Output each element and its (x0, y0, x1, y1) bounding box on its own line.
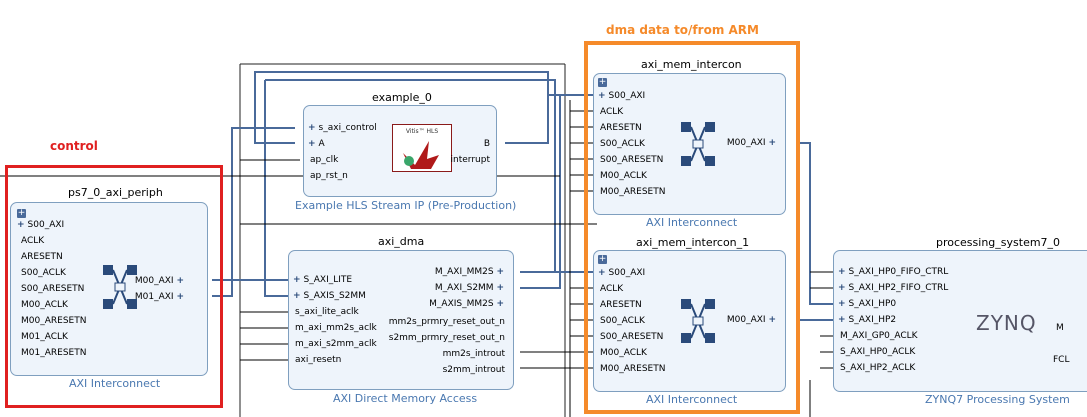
axi-mem-intercon-subtitle: AXI Interconnect (646, 216, 738, 229)
port-mm2s-reset-out[interactable]: mm2s_prmry_reset_out_n (388, 317, 505, 327)
dma-highlight-box (584, 41, 800, 414)
port-s-axi-hp2-aclk[interactable]: S_AXI_HP2_ACLK (840, 363, 916, 373)
axi-mem-intercon-1-subtitle: AXI Interconnect (646, 393, 738, 406)
port-s00-aclk[interactable]: S00_ACLK (600, 316, 645, 326)
vitis-hls-logo: Vitis™ HLS (392, 124, 452, 172)
ps7-axi-periph-title: ps7_0_axi_periph (68, 186, 163, 199)
port-aresetn[interactable]: ARESETN (600, 123, 642, 133)
port-m-axi-gp0-aclk[interactable]: M_AXI_GP0_ACLK (840, 331, 918, 341)
port-interrupt[interactable]: interrupt (450, 155, 490, 165)
port-m00-axi[interactable]: M00_AXI + (726, 315, 776, 325)
s2mm-to-intercon (520, 95, 561, 289)
expand-icon[interactable]: + (598, 254, 607, 264)
zynq-logo: ZYNQ (976, 311, 1037, 335)
port-m01-axi[interactable]: M01_AXI + (134, 292, 184, 302)
ps7-block[interactable]: +S_AXI_HP0_FIFO_CTRL +S_AXI_HP2_FIFO_CTR… (833, 250, 1087, 392)
port-s00-aclk[interactable]: S00_ACLK (21, 268, 66, 278)
port-a[interactable]: +A (308, 139, 325, 149)
port-m01-aclk[interactable]: M01_ACLK (21, 332, 68, 342)
control-highlight-box (5, 165, 223, 408)
ps7-axi-periph-block[interactable]: + +S00_AXI ACLK ARESETN S00_ACLK S00_ARE… (10, 202, 208, 376)
example-title: example_0 (372, 91, 432, 104)
expand-icon[interactable]: + (17, 208, 26, 218)
axi-mem-intercon-1-block[interactable]: + +S00_AXI ACLK ARESETN S00_ACLK S00_ARE… (593, 250, 786, 392)
port-m00-axi[interactable]: M00_AXI + (726, 138, 776, 148)
port-m00-aclk[interactable]: M00_ACLK (600, 171, 647, 181)
port-s-axi-hp2[interactable]: +S_AXI_HP2 (838, 315, 897, 325)
port-m01-aresetn[interactable]: M01_ARESETN (21, 348, 87, 358)
expand-icon[interactable]: + (598, 77, 607, 87)
axi-mem-intercon-1-title: axi_mem_intercon_1 (636, 236, 750, 249)
port-mm2s-introut[interactable]: mm2s_introut (442, 349, 505, 359)
port-s00-aresetn[interactable]: S00_ARESETN (21, 284, 85, 294)
port-aclk[interactable]: ACLK (600, 284, 624, 294)
axi-dma-subtitle: AXI Direct Memory Access (333, 392, 478, 405)
example-subtitle: Example HLS Stream IP (Pre-Production) (295, 199, 517, 212)
port-aclk[interactable]: ACLK (21, 236, 45, 246)
s2mm-wire (264, 80, 292, 297)
port-s-axi-lite[interactable]: +S_AXI_LITE (293, 275, 353, 285)
port-m-axi-mm2s[interactable]: M_AXI_MM2S + (434, 267, 504, 277)
port-m-axis-mm2s[interactable]: M_AXIS_MM2S + (429, 299, 504, 309)
port-s00-axi[interactable]: +S00_AXI (17, 220, 65, 230)
port-s00-aclk[interactable]: S00_ACLK (600, 139, 645, 149)
port-m00-aresetn[interactable]: M00_ARESETN (21, 316, 87, 326)
port-b[interactable]: B (483, 139, 490, 149)
port-m-axi-s2mm-aclk[interactable]: m_axi_s2mm_aclk (295, 339, 377, 349)
crossbar-icon (681, 299, 715, 343)
port-m00-aclk[interactable]: M00_ACLK (600, 348, 647, 358)
port-s-axi-hp0[interactable]: +S_AXI_HP0 (838, 299, 897, 309)
port-s-axi-lite-aclk[interactable]: s_axi_lite_aclk (295, 307, 359, 317)
control-annotation: control (50, 139, 98, 153)
port-m00-aclk[interactable]: M00_ACLK (21, 300, 68, 310)
port-fcl-partial[interactable]: FCL (1053, 355, 1070, 365)
port-m00-aresetn[interactable]: M00_ARESETN (600, 187, 666, 197)
port-ap-clk[interactable]: ap_clk (310, 155, 339, 165)
port-m00-aresetn[interactable]: M00_ARESETN (600, 364, 666, 374)
port-s00-axi[interactable]: +S00_AXI (598, 268, 646, 278)
port-s-axi-control[interactable]: +s_axi_control (308, 123, 377, 133)
example-block[interactable]: +s_axi_control +A ap_clk ap_rst_n Vitis™… (303, 105, 497, 197)
m01-to-s-axi-control (212, 127, 295, 297)
crossbar-icon (681, 122, 715, 166)
port-s-axi-hp0-aclk[interactable]: S_AXI_HP0_ACLK (840, 347, 916, 357)
port-hp2-fifo-ctrl[interactable]: +S_AXI_HP2_FIFO_CTRL (838, 283, 949, 293)
port-m-axi-mm2s-aclk[interactable]: m_axi_mm2s_aclk (295, 323, 377, 333)
port-ap-rst-n[interactable]: ap_rst_n (310, 171, 348, 181)
ps7-title: processing_system7_0 (936, 236, 1061, 249)
port-s2mm-reset-out[interactable]: s2mm_prmry_reset_out_n (388, 333, 505, 343)
port-hp0-fifo-ctrl[interactable]: +S_AXI_HP0_FIFO_CTRL (838, 267, 949, 277)
port-aclk[interactable]: ACLK (600, 107, 624, 117)
crossbar-icon (103, 265, 137, 309)
port-s-axis-s2mm[interactable]: +S_AXIS_S2MM (293, 291, 366, 301)
port-s2mm-introut[interactable]: s2mm_introut (442, 365, 505, 375)
ps7-axi-periph-subtitle: AXI Interconnect (69, 377, 161, 390)
ps7-subtitle: ZYNQ7 Processing System (925, 393, 1070, 406)
axi-dma-title: axi_dma (378, 235, 425, 248)
port-s00-axi[interactable]: +S00_AXI (598, 91, 646, 101)
port-m-partial[interactable]: M (1056, 323, 1064, 333)
port-m00-axi[interactable]: M00_AXI + (134, 276, 184, 286)
axi-mem-intercon-title: axi_mem_intercon (641, 58, 742, 71)
port-s00-aresetn[interactable]: S00_ARESETN (600, 155, 664, 165)
stream-wire-b (505, 94, 597, 144)
axi-mem-intercon-block[interactable]: + +S00_AXI ACLK ARESETN S00_ACLK S00_ARE… (593, 73, 786, 215)
port-m-axi-s2mm[interactable]: M_AXI_S2MM + (434, 283, 504, 293)
axi-dma-block[interactable]: +S_AXI_LITE +S_AXIS_S2MM s_axi_lite_aclk… (288, 250, 514, 390)
port-axi-resetn[interactable]: axi_resetn (295, 355, 342, 365)
port-aresetn[interactable]: ARESETN (600, 300, 642, 310)
port-s00-aresetn[interactable]: S00_ARESETN (600, 332, 664, 342)
port-aresetn[interactable]: ARESETN (21, 252, 63, 262)
dma-annotation: dma data to/from ARM (606, 23, 759, 37)
intercon-to-hp0 (797, 142, 838, 305)
